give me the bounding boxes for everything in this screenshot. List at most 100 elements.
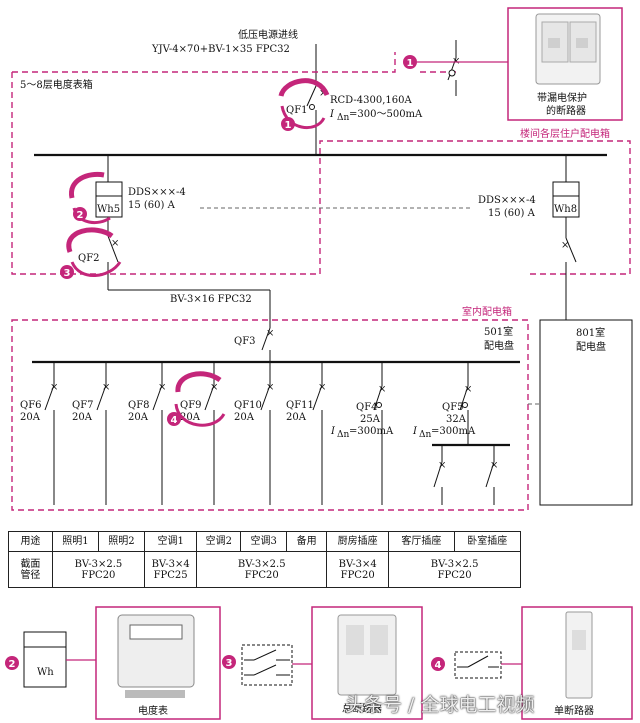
svg-text:×: × [102, 382, 110, 393]
indoor-box-outline [11, 319, 529, 511]
callout-4-marker: 4 [167, 371, 226, 427]
svg-text:Δn: Δn [419, 430, 431, 440]
table-cell: 卧室插座 [453, 531, 522, 552]
table-cell: 空调1 [143, 531, 198, 552]
callout-2-photo: Wh 2 电度表 [5, 606, 221, 720]
wh8-model: DDS×××-4 [478, 195, 536, 206]
callout-1-photo: × 1 带漏电保护 的断路器 [403, 7, 623, 121]
breaker-name: QF8 [128, 400, 150, 411]
breaker-rating: 20A [234, 412, 255, 423]
table-cell: 厨房插座 [326, 531, 390, 552]
qf2-name: QF2 [78, 253, 100, 264]
svg-text:25A: 25A [360, 414, 381, 425]
room-501-line1: 501室 [484, 325, 513, 338]
photo1-caption-line2: 的断路器 [546, 104, 586, 117]
table-cell: 用途 [8, 531, 53, 552]
circuit-table: 用途 照明1 照明2 空调1 空调2 空调3 备用 厨房插座 客厅插座 卧室插座… [8, 531, 522, 588]
source-cable: YJV-4×70+BV-1×35 FPC32 [151, 44, 290, 55]
table-cell: 备用 [286, 531, 328, 552]
table-cell: 照明1 [51, 531, 99, 552]
source-title: 低压电源进线 [238, 28, 298, 41]
breaker-name: QF10 [234, 400, 262, 411]
meter-box-top-border [12, 52, 456, 73]
svg-text:×: × [319, 88, 327, 99]
breaker-rating: 20A [72, 412, 93, 423]
svg-text:4: 4 [171, 415, 178, 426]
photo1-caption-line1: 带漏电保护 [537, 91, 587, 104]
floor-box-label: 楼间各层住户配电箱 [520, 127, 610, 140]
svg-text:×: × [318, 382, 326, 393]
breaker-qf9: × QF9 20A [180, 362, 218, 505]
qf3-contact [261, 327, 271, 351]
table-cell: 照明2 [97, 531, 145, 552]
qf1-model: RCD-4300,160A [330, 95, 412, 106]
svg-text:×: × [490, 460, 498, 471]
svg-text:总断路器: 总断路器 [342, 702, 382, 715]
breaker-rating: 20A [128, 412, 149, 423]
svg-text:×: × [210, 382, 218, 393]
qf1-name: QF1 [286, 105, 308, 116]
wh8-label: Wh8 [554, 204, 577, 215]
indoor-box-label: 室内配电箱 [462, 305, 512, 318]
svg-text:2: 2 [77, 210, 84, 221]
callout-3-photo: 3 总断路器 [222, 606, 423, 720]
wh5-model: DDS×××-4 [128, 187, 186, 198]
svg-text:3: 3 [226, 658, 233, 669]
table-cell: 截面 管径 [8, 551, 53, 588]
callout-1-marker: 1 [278, 78, 330, 131]
svg-text:Δn: Δn [337, 113, 349, 123]
breaker-qf10: × QF10 20A [234, 362, 274, 505]
svg-text:3: 3 [64, 268, 71, 279]
qf2-contact [107, 235, 119, 263]
table-cell: 客厅插座 [388, 531, 455, 552]
qf4-leak: =300mA [349, 426, 394, 437]
table-cell: 空调3 [240, 531, 288, 552]
breaker-qf11: × QF11 20A [286, 362, 326, 505]
room-801-panel [539, 319, 633, 506]
svg-text:×: × [266, 382, 274, 393]
svg-text:×: × [50, 382, 58, 393]
breaker-qf8: × QF8 20A [128, 362, 166, 505]
svg-text:×: × [158, 382, 166, 393]
svg-text:I: I [329, 109, 335, 120]
breaker-qf5: × QF5 32A I Δn =300mA × × [412, 362, 510, 505]
room-801-line1: 801室 [576, 326, 605, 339]
callout-4-photo: 4 单断路器 [431, 606, 633, 720]
meter-box-label: 5～8层电度表箱 [20, 78, 93, 91]
qf1-pivot [309, 104, 315, 110]
breaker-rating: 20A [180, 412, 201, 423]
qf3-name: QF3 [234, 336, 256, 347]
wh8-rating: 15 (60) A [488, 208, 536, 219]
wh8-meter [552, 181, 580, 218]
table-cell: 空调2 [196, 531, 242, 552]
svg-text:32A: 32A [446, 414, 467, 425]
svg-text:×: × [378, 384, 386, 395]
svg-text:Wh: Wh [37, 667, 54, 678]
svg-text:QF5: QF5 [442, 402, 464, 413]
watermark: 头条号 / 全球电工视频 [345, 694, 535, 716]
breaker-name: QF6 [20, 400, 42, 411]
callout-3-marker: 3 [60, 227, 122, 279]
svg-text:I: I [412, 426, 418, 437]
qf3-cable: BV-3×16 FPC32 [170, 294, 252, 305]
svg-text:×: × [438, 460, 446, 471]
svg-text:1: 1 [407, 58, 414, 69]
svg-text:2: 2 [9, 659, 16, 670]
qf1-leak: =300～500mA [349, 109, 423, 120]
breaker-qf7: × QF7 20A [72, 362, 110, 505]
callout-2-marker: 2 [69, 171, 111, 225]
qf5-leak: =300mA [431, 426, 476, 437]
svg-text:1: 1 [285, 120, 292, 131]
table-row-usage: 用途 照明1 照明2 空调1 空调2 空调3 备用 厨房插座 客厅插座 卧室插座 [8, 531, 522, 552]
breaker-qf4: × QF4 25A I Δn =300mA [330, 362, 394, 505]
meter-box-outline [11, 72, 631, 275]
svg-text:×: × [266, 328, 274, 339]
svg-text:×: × [464, 384, 472, 395]
